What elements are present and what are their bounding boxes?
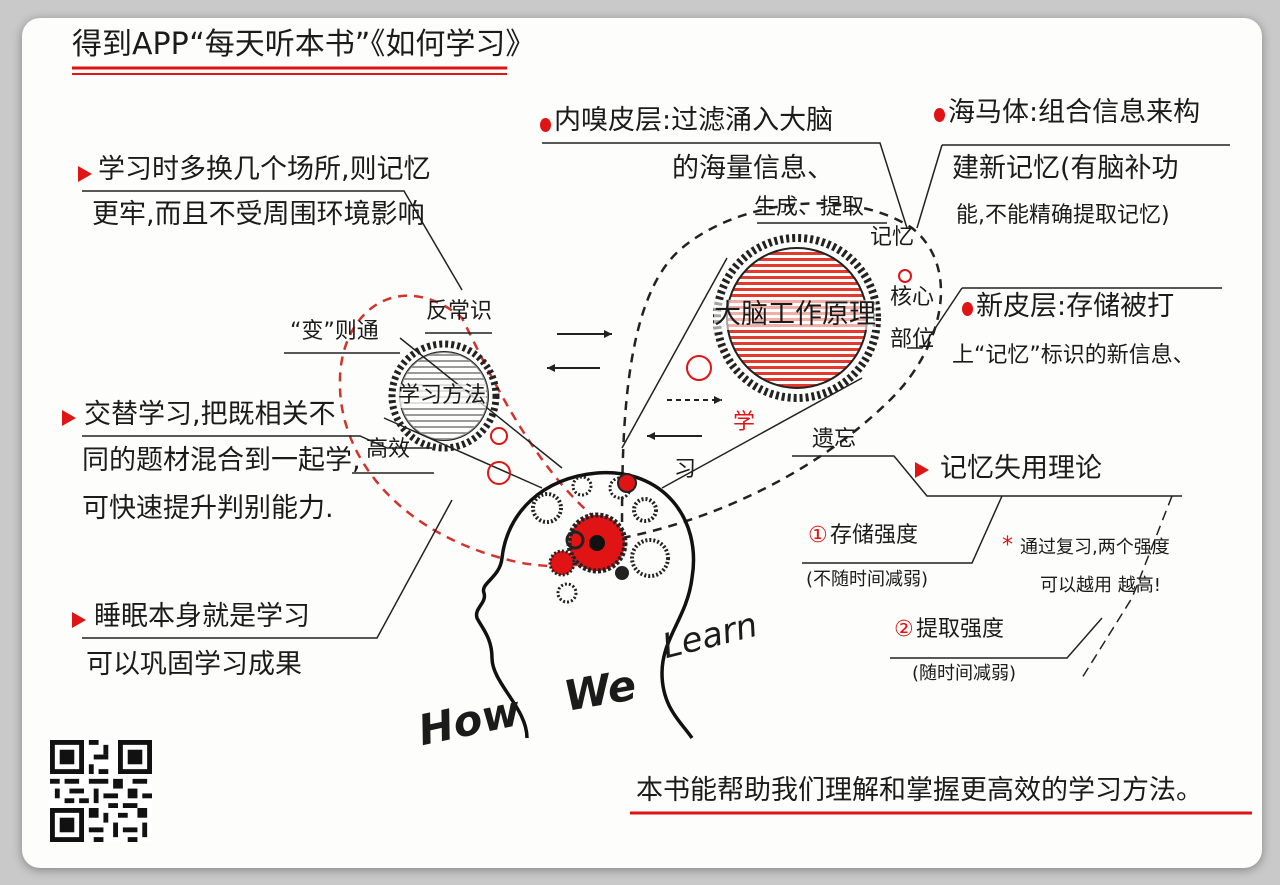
bullet-dot-icon (934, 108, 945, 122)
head-gears (531, 473, 670, 604)
note-places-line1: 学习时多换几个场所,则记忆 (98, 154, 431, 185)
mark-xi: 习 (674, 457, 697, 482)
label-core: 核心 (890, 285, 935, 310)
mark-xue: 学 (733, 410, 756, 435)
page-title: 得到APP“每天听本书”《如何学习》 (72, 27, 536, 62)
infographic-card: 得到APP“每天听本书”《如何学习》 学习时多换几个场所,则记忆 更牢,而且不受… (22, 18, 1262, 868)
retrieval-strength-desc: (随时间减弱) (912, 663, 1017, 684)
note-interleave-line2: 同的题材混合到一起学, (82, 445, 361, 476)
label-counterintuitive: 反常识 (426, 299, 493, 324)
bullet-triangle-icon (78, 166, 92, 182)
bullet-triangle-icon (62, 410, 76, 426)
label-efficient: 高效 (366, 437, 411, 462)
note-sleep-line2: 可以巩固学习成果 (86, 649, 302, 680)
note-places-line2: 更牢,而且不受周围环境影响 (92, 199, 425, 230)
bullet-dot-icon (962, 302, 973, 316)
sketch-lines (72, 66, 1252, 815)
label-change: “变”则通 (290, 319, 379, 344)
big-gear-label: 大脑工作原理 (714, 299, 876, 330)
qr-code-icon (50, 740, 152, 842)
theory-title: 记忆失用理论 (940, 453, 1102, 484)
note-star-icon: * (1002, 533, 1013, 558)
summary-line: 本书能帮助我们理解和掌握更高效的学习方法。 (636, 775, 1203, 806)
storage-strength-desc: (不随时间减弱) (806, 569, 929, 590)
note-hippocampus-line1: 海马体:组合信息来构 (948, 97, 1201, 128)
note-hippocampus-line3: 能,不能精确提取记忆) (956, 203, 1170, 228)
bullet-triangle-icon (915, 462, 929, 478)
note-neocortex-line1: 新皮层:存储被打 (976, 291, 1175, 322)
label-region: 部位 (890, 327, 935, 352)
review-note-line2: 可以越用 越高! (1040, 575, 1161, 596)
note-hippocampus-line2: 建新记忆(有脑补功 (952, 153, 1179, 184)
storage-strength: 存储强度 (830, 523, 919, 548)
retrieval-strength: 提取强度 (916, 617, 1005, 642)
note-interleave-line3: 可快速提升判别能力. (82, 493, 334, 524)
item2-number: ② (894, 617, 914, 642)
note-sleep-line1: 睡眠本身就是学习 (94, 601, 310, 632)
note-entorhinal-line2: 的海量信息、 (672, 153, 834, 184)
label-memory: 记忆 (870, 225, 915, 250)
label-generate-retrieve: 生成、提取 (754, 195, 865, 220)
small-gear-label: 学习方法 (398, 383, 487, 409)
note-entorhinal-line1: 内嗅皮层:过滤涌入大脑 (554, 105, 834, 136)
note-interleave-line1: 交替学习,把既相关不 (84, 399, 336, 430)
item1-number: ① (808, 523, 828, 548)
bullet-triangle-icon (72, 612, 86, 628)
label-forgetting: 遗忘 (812, 427, 857, 452)
note-neocortex-line2: 上“记忆”标识的新信息、 (952, 343, 1195, 368)
review-note-line1: 通过复习,两个强度 (1020, 537, 1170, 558)
bullet-dot-icon (540, 118, 551, 132)
